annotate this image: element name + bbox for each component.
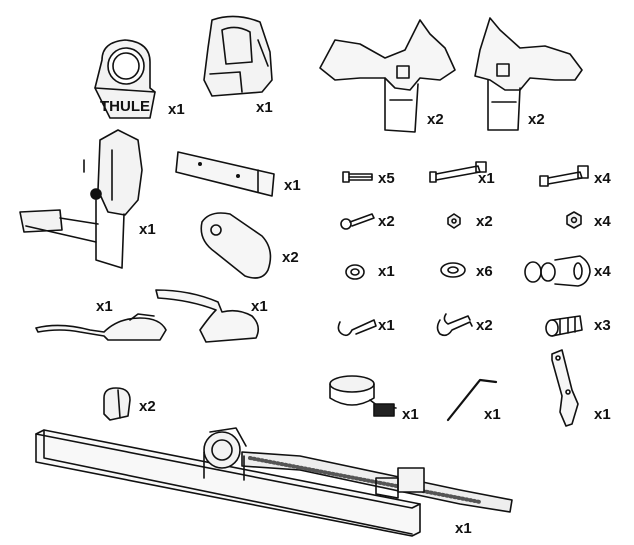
qty-strap-cover: x1 <box>256 99 273 116</box>
washer-flat-icon <box>440 262 466 278</box>
qty-nut-small: x2 <box>476 213 493 230</box>
brand-logo-text: THULE <box>100 98 150 115</box>
frame-holder-left-icon <box>35 313 167 341</box>
nut-small-icon <box>447 213 461 229</box>
lock-core-icon <box>545 315 583 337</box>
qty-washer-flat: x6 <box>476 263 493 280</box>
qty-cover-plate: x2 <box>282 249 299 266</box>
bolt-short-icon <box>342 171 373 183</box>
rail-assembly-icon <box>35 427 513 537</box>
qty-wheel-holder-left: x2 <box>427 111 444 128</box>
qty-square-tube: x1 <box>284 177 301 194</box>
qty-rail-assembly: x1 <box>455 520 472 537</box>
qty-screw-small: x2 <box>378 213 395 230</box>
qty-strap: x1 <box>402 406 419 423</box>
qty-lock-core: x3 <box>594 317 611 334</box>
qty-allen-key: x1 <box>484 406 501 423</box>
frame-holder-right-icon <box>155 289 260 343</box>
square-tube-icon <box>175 151 275 197</box>
qty-lock-cylinder-set: x4 <box>594 263 611 280</box>
qty-clamp-knob: x2 <box>139 398 156 415</box>
washer-split-icon <box>345 264 365 280</box>
cover-plate-icon <box>200 212 272 279</box>
end-cap-icon: THULE <box>94 39 156 119</box>
qty-bracket: x1 <box>594 406 611 423</box>
qty-nut-large: x4 <box>594 213 611 230</box>
hitch-mount-icon <box>19 129 143 269</box>
screw-small-icon <box>340 213 375 230</box>
nut-large-icon <box>566 211 582 229</box>
wheel-holder-left-icon <box>319 19 456 133</box>
bolt-medium-icon <box>539 165 589 187</box>
qty-key-single: x1 <box>378 317 395 334</box>
qty-hitch-mount: x1 <box>139 221 156 238</box>
clamp-knob-icon <box>103 387 131 421</box>
qty-bolt-short: x5 <box>378 170 395 187</box>
qty-wheel-holder-right: x2 <box>528 111 545 128</box>
bracket-icon <box>551 349 579 427</box>
key-pair-icon <box>436 313 473 337</box>
qty-frame-holder-left: x1 <box>96 298 113 315</box>
qty-end-cap: x1 <box>168 101 185 118</box>
lock-cylinder-set-icon <box>524 255 591 287</box>
qty-bolt-long: x1 <box>478 170 495 187</box>
allen-key-icon <box>446 378 498 422</box>
qty-bolt-medium: x4 <box>594 170 611 187</box>
qty-washer-split: x1 <box>378 263 395 280</box>
wheel-holder-right-icon <box>474 17 583 131</box>
qty-frame-holder-right: x1 <box>251 298 268 315</box>
strap-icon <box>329 375 397 417</box>
strap-cover-icon <box>203 15 273 97</box>
key-single-icon <box>337 319 377 337</box>
bolt-long-icon <box>429 161 487 183</box>
qty-key-pair: x2 <box>476 317 493 334</box>
